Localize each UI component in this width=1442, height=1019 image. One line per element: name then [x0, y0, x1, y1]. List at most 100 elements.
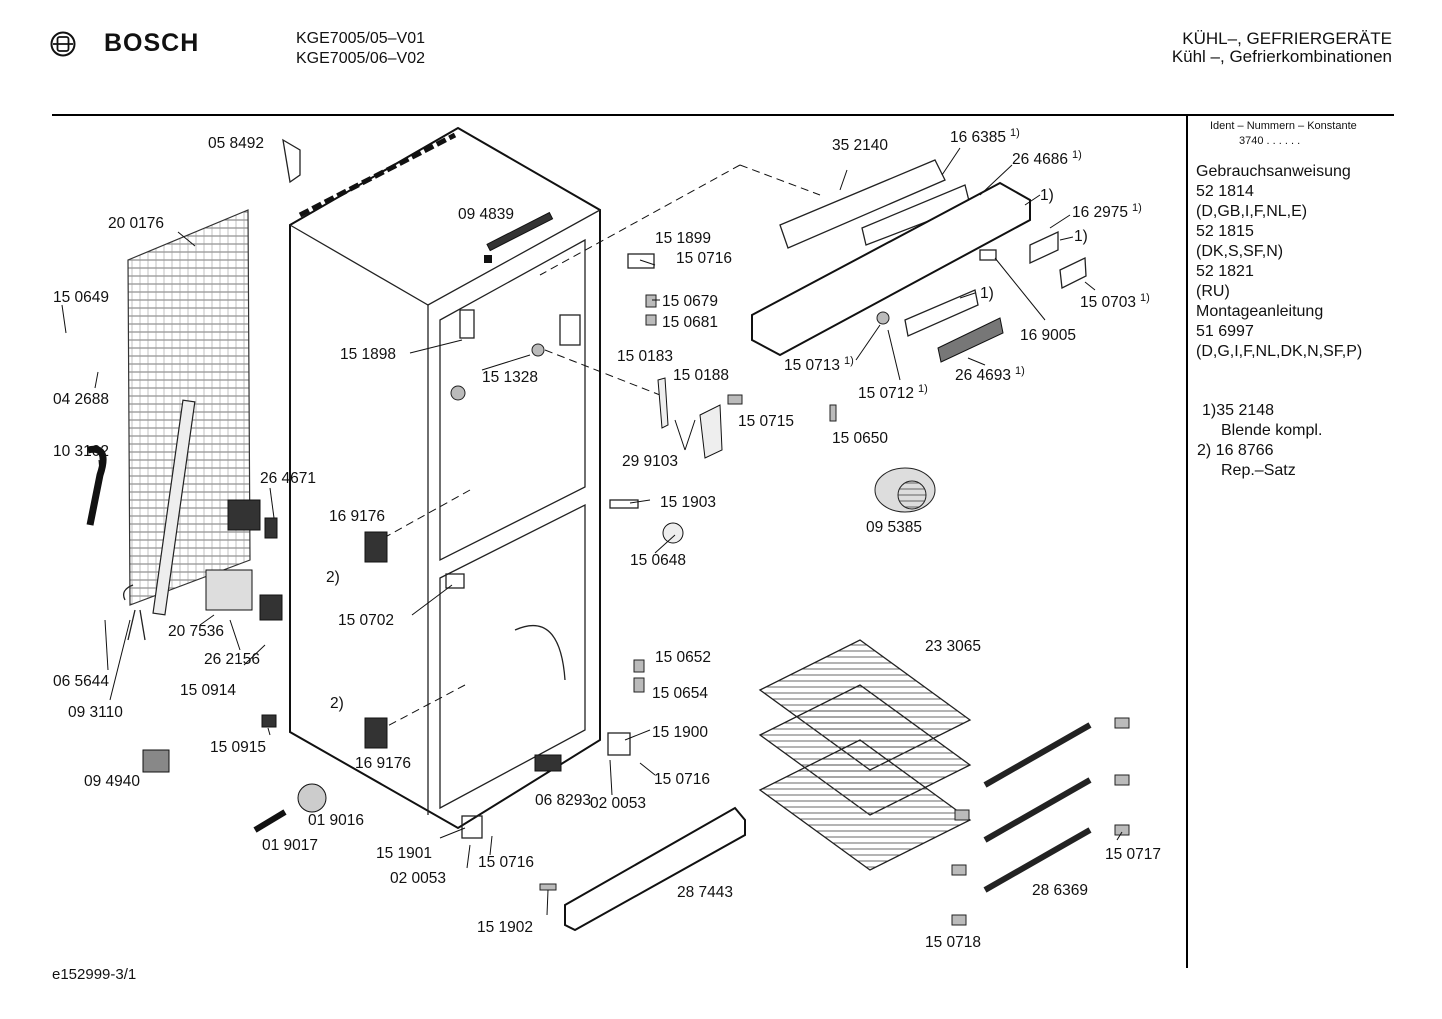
- header-divider: [52, 114, 1394, 116]
- condenser-coil-shape: [122, 209, 251, 641]
- part-number-label: 01 9017: [262, 837, 318, 854]
- footnote-line: Rep.–Satz: [1221, 462, 1296, 479]
- footnote-line: 2) 16 8766: [1197, 442, 1274, 459]
- model-number-2: KGE7005/06–V02: [296, 50, 425, 67]
- footnote-marker: 1): [918, 383, 928, 395]
- shelf-rails-shape: [951, 717, 1130, 926]
- category-title: KÜHL–, GEFRIERGERÄTE: [1182, 29, 1392, 48]
- part-number-label: 15 1900: [652, 724, 708, 741]
- part-number-label: 15 0183: [617, 348, 673, 365]
- fan-motor-shape: [874, 467, 936, 513]
- callout-labels: 05 8492 20 0176 15 0649 04 2688 10 3102 26 46…: [53, 127, 1161, 951]
- sidebar-line: 52 1821: [1196, 263, 1254, 280]
- sidebar-line: 52 1814: [1196, 183, 1254, 200]
- base-plinth-shape: [564, 806, 746, 932]
- leader-lines: [61, 147, 1123, 916]
- part-number-label: 20 7536: [168, 623, 224, 640]
- wire-shelves-shape: [758, 639, 972, 871]
- footnote-marker: 1): [1140, 292, 1150, 304]
- part-number-label: 15 1899: [655, 230, 711, 247]
- sidebar-line: 52 1815: [1196, 223, 1254, 240]
- part-number-label: 15 0702: [338, 612, 394, 629]
- part-number-label: 09 4940: [84, 773, 140, 790]
- ident-value: 3740 . . . . . .: [1239, 135, 1301, 147]
- part-number-label: 15 0654: [652, 685, 708, 702]
- part-number-label: 15 0712: [858, 385, 914, 402]
- part-number-label: 1): [1074, 228, 1088, 245]
- part-number-label: 15 0914: [180, 682, 236, 699]
- footnote-marker: 1): [844, 355, 854, 367]
- part-number-label: 09 4839: [458, 206, 514, 223]
- sidebar-line: Montageanleitung: [1196, 303, 1324, 320]
- part-number-label: 15 0681: [662, 314, 718, 331]
- part-number-label: 16 9005: [1020, 327, 1076, 344]
- sidebar-line: Gebrauchsanweisung: [1196, 163, 1351, 180]
- part-number-label: 02 0053: [590, 795, 646, 812]
- footnote-marker: 1): [1132, 202, 1142, 214]
- part-number-label: 15 1902: [477, 919, 533, 936]
- part-number-label: 15 0652: [655, 649, 711, 666]
- part-number-label: 16 2975: [1072, 204, 1128, 221]
- footnote-marker: 1): [1015, 365, 1025, 377]
- part-number-label: 16 9176: [329, 508, 385, 525]
- part-number-label: 15 0703: [1080, 294, 1136, 311]
- sidebar-line: (D,GB,I,F,NL,E): [1196, 203, 1308, 220]
- part-number-label: 28 6369: [1032, 882, 1088, 899]
- part-number-label: 23 3065: [925, 638, 981, 655]
- part-number-label: 15 0648: [630, 552, 686, 569]
- control-panel-shape: [751, 159, 1087, 363]
- footnote-marker: 1): [1010, 127, 1020, 139]
- part-number-label: 15 0716: [676, 250, 732, 267]
- part-number-label: 26 4693: [955, 367, 1011, 384]
- part-number-label: 15 0650: [832, 430, 888, 447]
- part-number-label: 09 5385: [866, 519, 922, 536]
- sidebar-line: (DK,S,SF,N): [1196, 243, 1284, 260]
- small-components-shape: [86, 138, 837, 891]
- part-number-label: 15 1901: [376, 845, 432, 862]
- sidebar-line: (RU): [1196, 283, 1230, 300]
- part-number-label: 15 0716: [654, 771, 710, 788]
- part-number-label: 15 0717: [1105, 846, 1161, 863]
- part-number-label: 2): [330, 695, 344, 712]
- part-number-label: 04 2688: [53, 391, 109, 408]
- part-number-label: 1): [980, 285, 994, 302]
- footnote-line: Blende kompl.: [1221, 422, 1323, 439]
- part-number-label: 1): [1040, 187, 1054, 204]
- part-number-label: 26 4671: [260, 470, 316, 487]
- sidebar-divider: [1186, 116, 1188, 968]
- part-number-label: 15 0649: [53, 289, 109, 306]
- part-number-label: 01 9016: [308, 812, 364, 829]
- part-number-label: 05 8492: [208, 135, 264, 152]
- part-number-label: 15 1328: [482, 369, 538, 386]
- part-number-label: 15 0679: [662, 293, 718, 310]
- part-number-label: 09 3110: [68, 704, 123, 721]
- cabinet-shape: [289, 126, 601, 830]
- part-number-label: 15 0718: [925, 934, 981, 951]
- part-number-label: 15 0716: [478, 854, 534, 871]
- part-number-label: 20 0176: [108, 215, 164, 232]
- part-number-label: 15 1898: [340, 346, 396, 363]
- category-subtitle: Kühl –, Gefrierkombinationen: [1171, 47, 1392, 66]
- part-number-label: 26 2156: [204, 651, 260, 668]
- bosch-armature-logo-icon: [50, 31, 76, 57]
- part-number-label: 06 5644: [53, 673, 109, 690]
- drawing-reference: e152999-3/1: [52, 966, 137, 983]
- part-number-label: 15 0713: [784, 357, 840, 374]
- part-number-label: 15 1903: [660, 494, 716, 511]
- part-number-label: 02 0053: [390, 870, 446, 887]
- brand-name: BOSCH: [104, 29, 200, 57]
- part-number-label: 28 7443: [677, 884, 733, 901]
- part-number-label: 15 0915: [210, 739, 266, 756]
- footnote-marker: 1): [1072, 149, 1082, 161]
- ident-label: Ident – Nummern – Konstante: [1210, 120, 1357, 132]
- part-number-label: 16 6385: [950, 129, 1006, 146]
- sidebar-line: (D,G,I,F,NL,DK,N,SF,P): [1196, 343, 1363, 360]
- part-number-label: 2): [326, 569, 340, 586]
- part-number-label: 06 8293: [535, 792, 591, 809]
- part-number-label: 15 0188: [673, 367, 729, 384]
- part-number-label: 15 0715: [738, 413, 794, 430]
- part-number-label: 26 4686: [1012, 151, 1068, 168]
- sidebar-line: 51 6997: [1196, 323, 1254, 340]
- part-number-label: 10 3102: [53, 443, 109, 460]
